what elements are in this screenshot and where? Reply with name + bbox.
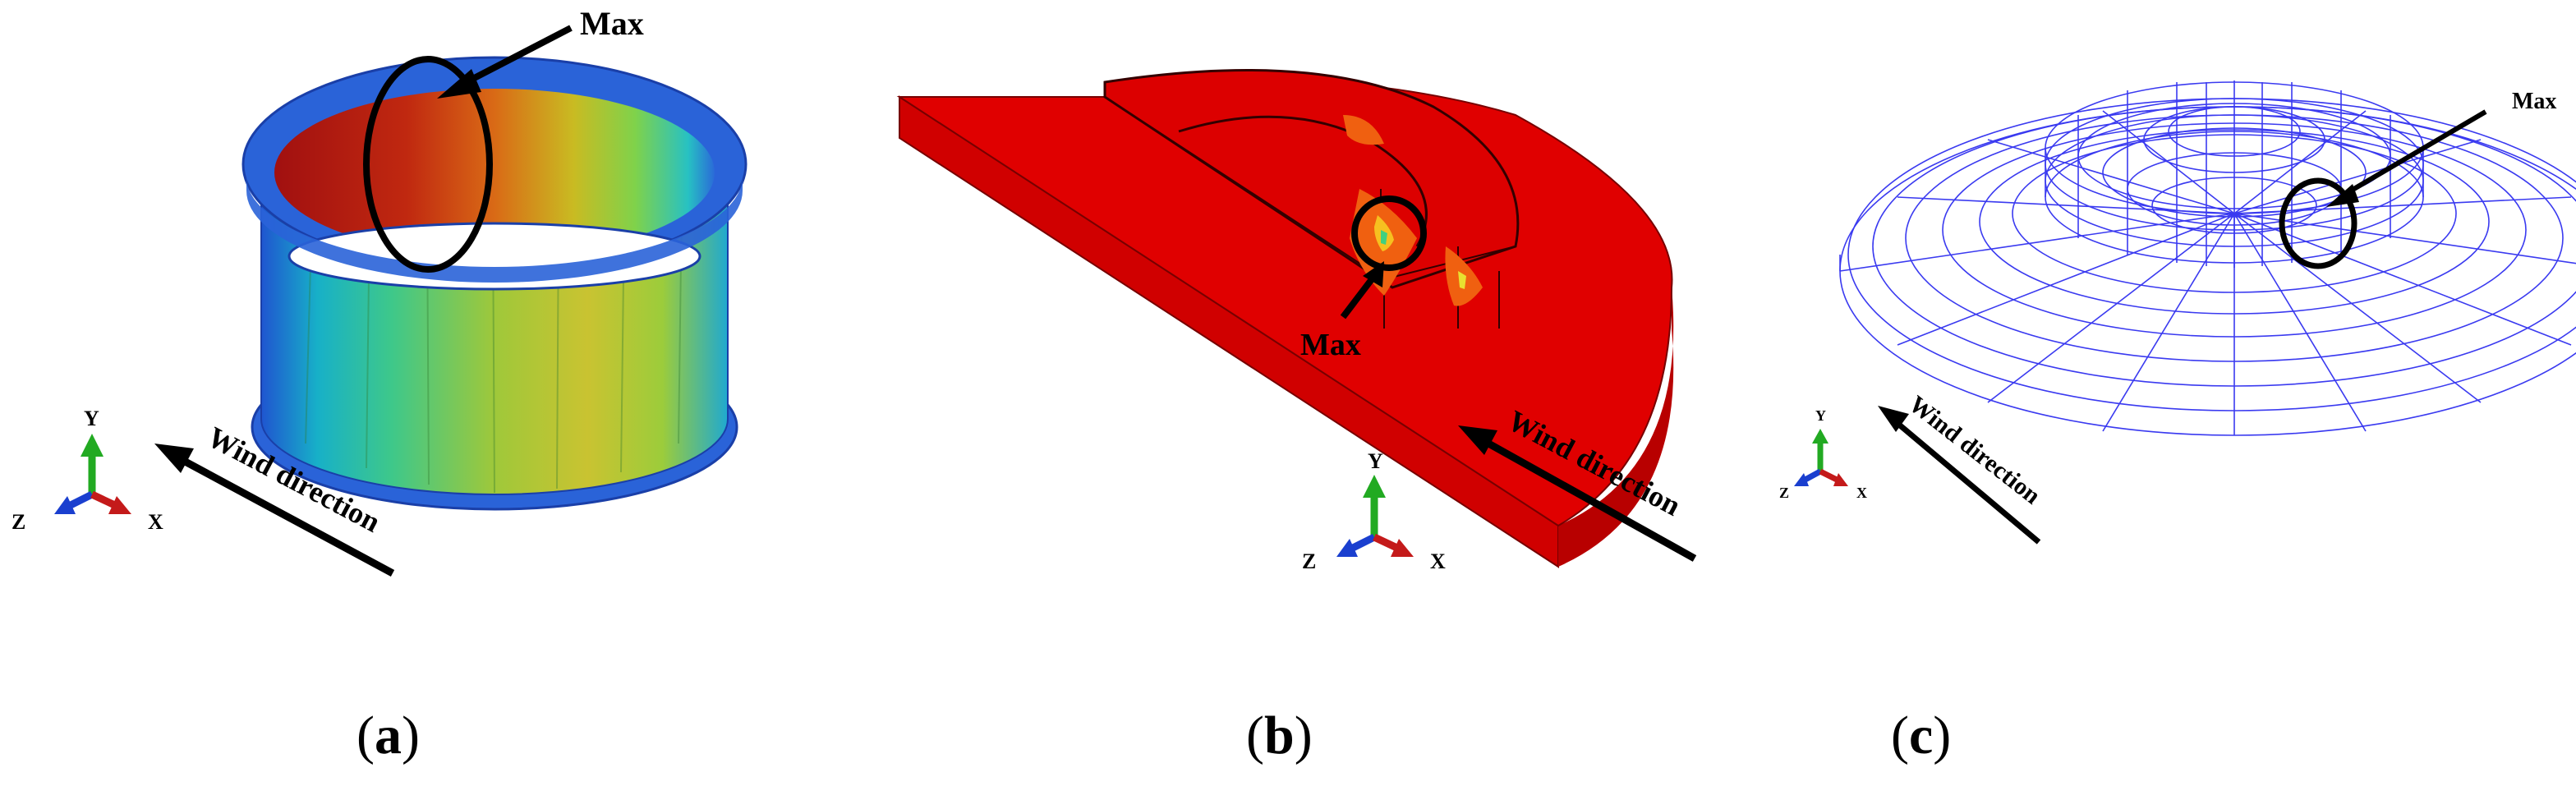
- max-arrow: [1340, 273, 1378, 319]
- panel-c: Max Y Z X Wind direction (c): [1717, 0, 2576, 786]
- axis-y-label: Y: [1815, 407, 1826, 424]
- wind-direction-arrow: [1892, 418, 2041, 545]
- wind-direction-arrow: [1480, 437, 1697, 562]
- panel-caption-c: (c): [1891, 706, 1952, 765]
- max-marker-circle: [1351, 195, 1427, 271]
- panel-caption-a: (a): [356, 706, 420, 765]
- half-disk-contour-model: Max Y Z X Wind direction: [896, 68, 1697, 573]
- panel-a: Max Y Z X Wind direction (a): [0, 0, 858, 786]
- axis-x-label: X: [1856, 485, 1867, 501]
- coordinate-triad: Y Z X: [1302, 449, 1446, 573]
- panel-caption-b: (b): [1246, 706, 1313, 765]
- max-label: Max: [1300, 328, 1361, 362]
- axis-x-label: X: [1430, 549, 1446, 573]
- ring-contour-model: Max Y Z X Wind direction: [12, 5, 748, 577]
- axis-z-label: Z: [1302, 549, 1316, 573]
- max-label: Max: [580, 5, 644, 42]
- axis-z-label: Z: [12, 510, 25, 534]
- coordinate-triad: Y Z X: [1779, 407, 1867, 501]
- max-marker-circle: [363, 56, 493, 273]
- wind-direction-arrow: [177, 455, 395, 577]
- wireframe-mesh-model: Max Y Z X Wind direction: [1779, 80, 2576, 545]
- ring-inner-surface: [274, 89, 715, 256]
- axis-x-label: X: [148, 510, 163, 534]
- max-arrow: [458, 25, 573, 89]
- coordinate-triad: Y Z X: [12, 407, 163, 534]
- axis-y-label: Y: [1368, 449, 1383, 473]
- max-arrow: [2341, 109, 2487, 198]
- axis-y-label: Y: [84, 407, 99, 430]
- max-marker-circle: [2279, 177, 2358, 269]
- panel-b: Max Y Z X Wind direction (b): [858, 0, 1717, 786]
- axis-z-label: Z: [1779, 485, 1789, 501]
- max-label: Max: [2512, 89, 2556, 114]
- mesh-lines: [1839, 80, 2576, 436]
